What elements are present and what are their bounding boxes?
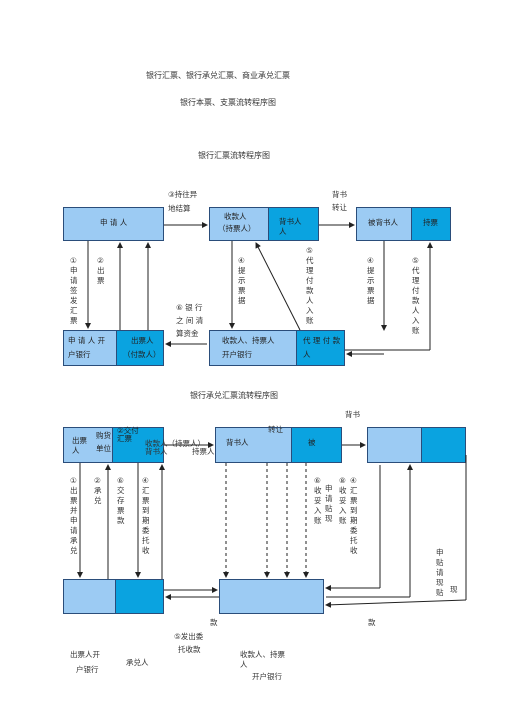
holder-label: 持票 (423, 218, 438, 227)
d2-payee-bank-label-2: 人 (240, 660, 248, 669)
d2-now-label: 现 (450, 585, 458, 594)
d2-drawer-label: 出票 (72, 436, 87, 445)
drawer-label: 出票人 (131, 336, 154, 345)
d2-apply-discount-label: 申贴请现贴 (436, 548, 444, 597)
d2-step7-label: ⑥收妥入账 (314, 476, 322, 525)
d2-holder-label: 持票人 (192, 447, 215, 456)
label-endorse: 背书 (332, 190, 347, 199)
label-present: ③持往异 (168, 190, 198, 199)
step6-label-2: 之 间 清 (176, 316, 204, 325)
d2-step7b-label: 申请贴现 (325, 484, 333, 523)
d2-step8b-label: ④汇票到期委托收 (350, 476, 358, 555)
d2-endorser-label: 背书人 (226, 438, 249, 447)
endorsee-box: 被背书人 (356, 207, 412, 241)
step4a-label: ④提示票据 (238, 256, 246, 305)
d2-arrow-discount-in (325, 599, 467, 608)
d2-transfer-label: 转让 (268, 425, 283, 434)
d2-endorsee-label: 被 (308, 438, 316, 447)
d2-step2-label: ②承兑 (94, 476, 102, 505)
d2-deliver-label-2: 汇票 (117, 434, 132, 443)
holder-box: 持票 (411, 207, 451, 241)
d2-payee-label: 收款人（持票人） (145, 439, 205, 448)
d2-step1-label: ①出票并申请承兑 (70, 476, 78, 555)
drawer-label-2: （付款人） (123, 350, 161, 359)
step5b-label: ⑤代理付款人入账 (412, 256, 420, 335)
d2-acceptor-box (115, 579, 164, 614)
d2-drawer-label-2: 人 (72, 446, 80, 455)
payee-label: 收款人 (224, 212, 247, 221)
issuing-bank-label-2: 户银行 (68, 350, 91, 359)
payee-bank-label-2: 开户银行 (222, 350, 252, 359)
d2-kuan-label-2: 款 (368, 618, 376, 627)
d2-endorser-box: 背书人 (215, 427, 292, 463)
step2-label: ②出票 (97, 256, 105, 285)
d2-deliver-label: ②交付 (117, 426, 139, 435)
step6-label-3: 算资金 (176, 329, 199, 338)
d2-step5-label: ⑤发出委 (174, 632, 204, 641)
step5a-label: ⑤代理付款人入账 (306, 246, 314, 325)
payee-box: 收款人 （持票人） (209, 207, 269, 241)
endorser-label: 背书人 (279, 217, 302, 226)
issuing-bank-label: 申 请 人 开 (68, 336, 106, 345)
step1-label: ①申请签发汇票 (70, 256, 78, 325)
agent-payer-label-2: 人 (303, 350, 311, 359)
d2-endorsee-box: 被 (291, 427, 342, 463)
payee-bank-label: 收款人、持票人 (222, 336, 275, 345)
d2-drawer-box: 出票 人 购货 单位 (63, 427, 113, 463)
diagram2-title: 银行承兑汇票流转程序图 (190, 391, 278, 400)
d2-buyer-label-2: 单位 (96, 444, 111, 453)
payee-label-2: （持票人） (218, 224, 256, 233)
step6-label: ⑥ 银 行 (176, 303, 203, 312)
agent-payer-label: 代 理 付 款 (303, 336, 341, 345)
drawer-box: 出票人 （付款人） (116, 330, 164, 366)
d2-payee-bank-label-3: 开户银行 (252, 672, 282, 681)
d2-acceptor-label: 承兑人 (126, 658, 149, 667)
d2-buyer-label: 购货 (96, 431, 111, 440)
d2-step5b-label: 托收款 (178, 645, 201, 654)
d2-payee-bank-box (219, 579, 324, 614)
d2-step4-label: ④汇票到期委托收 (142, 476, 150, 555)
d2-kuan-label-1: 款 (210, 618, 218, 627)
applicant-box: 申 请 人 (63, 207, 164, 241)
endorsee-label: 被背书人 (368, 218, 398, 227)
endorser-box: 背书人 人 (268, 207, 319, 241)
agent-payer-box: 代 理 付 款 人 (296, 330, 345, 366)
d2-step8-label: ⑧收妥入账 (339, 476, 347, 525)
d2-deliver-box: ②交付 汇票 (112, 426, 164, 463)
d2-payee-label-2: 背书人 (145, 447, 168, 456)
diagram1-title: 银行汇票流转程序图 (198, 151, 270, 160)
label-endorse-2: 转让 (332, 203, 347, 212)
applicant-label: 申 请 人 (100, 218, 128, 227)
label-present-2: 地结算 (168, 204, 191, 213)
d2-step6-label: ⑥交存票款 (117, 476, 125, 525)
sub-title: 银行本票、支票流转程序图 (180, 98, 276, 107)
d2-drawer-bank-label: 出票人开 (70, 650, 100, 659)
endorser-label-2: 人 (279, 227, 287, 236)
arrow-step5a (255, 242, 301, 331)
main-title: 银行汇票、银行承兑汇票、商业承兑汇票 (146, 71, 290, 80)
d2-drawer-bank-label-2: 户银行 (76, 665, 99, 674)
d2-right-box-2 (421, 427, 466, 463)
step4b-label: ④提示票据 (367, 256, 375, 305)
d2-payee-bank-label: 收款人、持票 (240, 650, 285, 659)
d2-endorse-label: 背书 (345, 410, 360, 419)
